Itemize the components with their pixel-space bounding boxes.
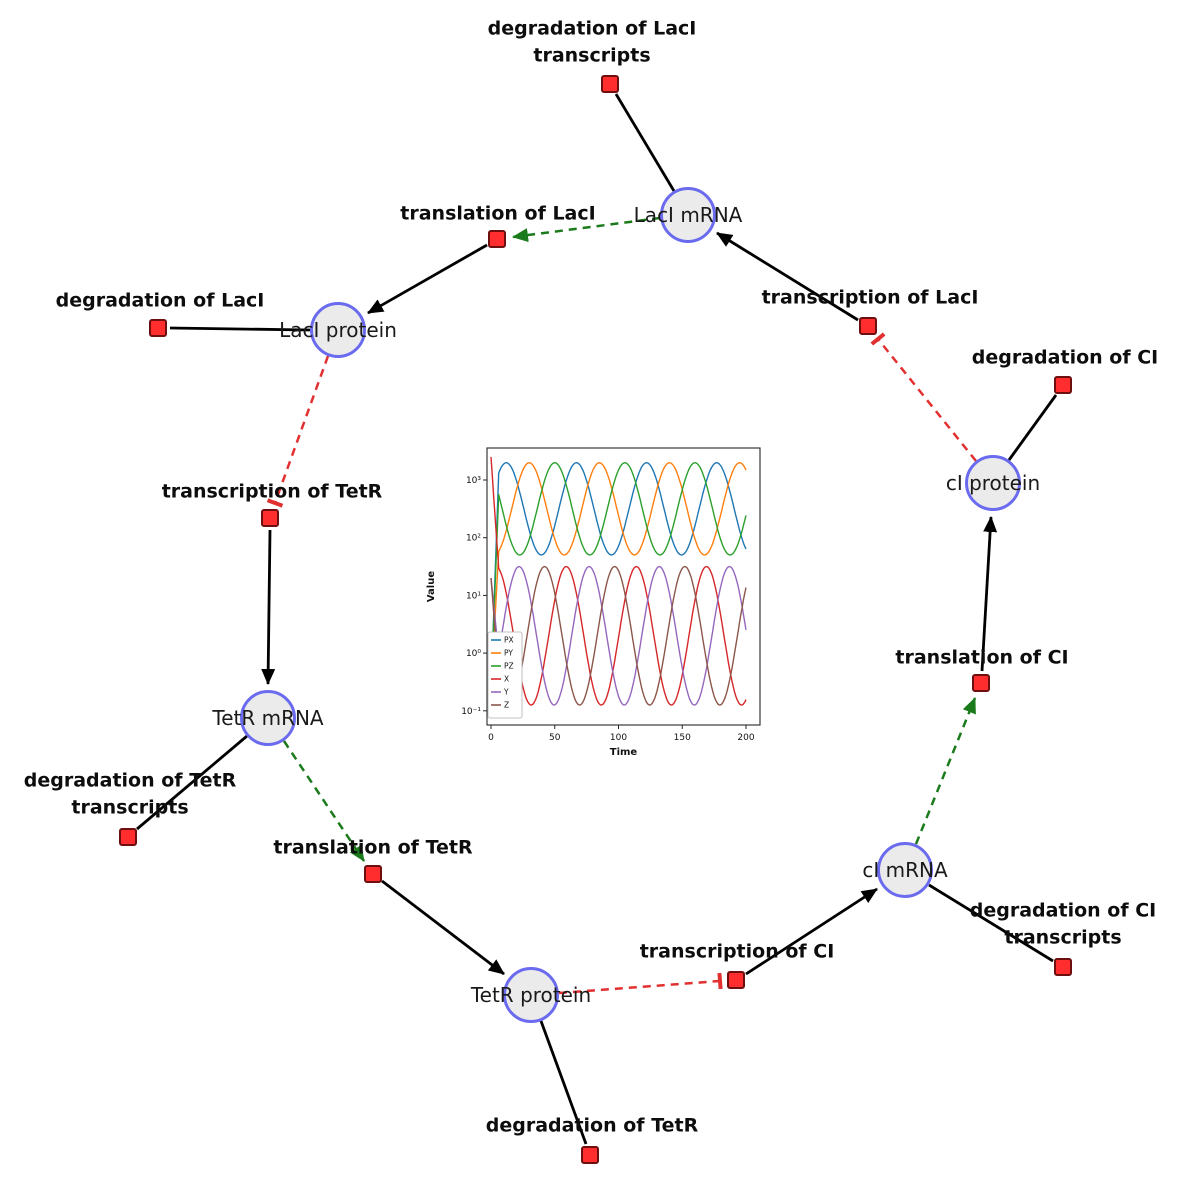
edge-tetrmrna-translation-activation	[282, 740, 366, 862]
reaction-node-translation-tetr[interactable]	[364, 865, 382, 883]
reaction-node-degradation-tetr[interactable]	[581, 1146, 599, 1164]
edge-lacimrna-degradation	[614, 93, 676, 192]
reaction-node-transcription-ci[interactable]	[727, 971, 745, 989]
reaction-node-degradation-tetr-transcripts[interactable]	[119, 828, 137, 846]
svg-text:X: X	[504, 675, 509, 684]
edge-cimrna-translation-activation	[914, 697, 977, 845]
edge-tetrprotein-degradation	[539, 1020, 588, 1145]
edge-ciprotein-degradation	[1007, 394, 1058, 461]
edge-ciprotein-inhibits-transcription-laci	[870, 332, 977, 462]
edge-laciprotein-degradation	[169, 326, 311, 332]
svg-text:10²: 10²	[466, 534, 481, 544]
species-node-ci-mrna[interactable]	[877, 842, 933, 898]
svg-text:150: 150	[674, 733, 691, 743]
edge-tetrmrna-degradation	[136, 734, 248, 831]
svg-text:10⁻¹: 10⁻¹	[461, 707, 481, 717]
svg-text:Value: Value	[426, 571, 437, 602]
edge-translation-laciprotein	[367, 243, 488, 315]
svg-text:Y: Y	[503, 688, 509, 697]
species-node-laci-mrna[interactable]	[660, 187, 716, 243]
svg-text:Z: Z	[504, 701, 509, 710]
svg-text:PX: PX	[504, 636, 514, 645]
svg-text:PZ: PZ	[504, 662, 514, 671]
svg-text:Time: Time	[610, 747, 638, 758]
svg-text:100: 100	[610, 733, 627, 743]
edge-translation-ciprotein	[980, 516, 998, 672]
reaction-node-degradation-ci[interactable]	[1054, 376, 1072, 394]
svg-text:10¹: 10¹	[466, 591, 481, 601]
edge-lacimrna-translation-activation	[512, 216, 661, 243]
svg-text:50: 50	[549, 733, 561, 743]
species-node-tetr-protein[interactable]	[503, 967, 559, 1023]
reaction-node-transcription-laci[interactable]	[859, 317, 877, 335]
svg-text:10⁰: 10⁰	[466, 649, 481, 659]
edge-transcription-tetrmrna	[261, 529, 276, 685]
edge-laciprotein-inhibits-transcription-tetr	[266, 355, 330, 508]
species-node-ci-protein[interactable]	[965, 455, 1021, 511]
reaction-node-degradation-laci-transcripts[interactable]	[601, 75, 619, 93]
edge-cimrna-degradation	[928, 883, 1054, 963]
edge-transcription-lacimrna	[716, 231, 859, 322]
species-node-tetr-mrna[interactable]	[240, 690, 296, 746]
reaction-node-translation-ci[interactable]	[972, 674, 990, 692]
svg-text:10³: 10³	[466, 476, 481, 486]
edge-transcription-cimrna	[745, 887, 878, 976]
reaction-node-translation-laci[interactable]	[488, 230, 506, 248]
edge-translation-tetrprotein	[381, 879, 505, 976]
reaction-node-degradation-laci[interactable]	[149, 319, 167, 337]
edge-tetrprotein-inhibits-transcription-ci	[558, 972, 723, 995]
svg-text:PY: PY	[504, 649, 513, 658]
svg-text:200: 200	[737, 733, 754, 743]
svg-text:0: 0	[488, 733, 494, 743]
species-node-laci-protein[interactable]	[310, 302, 366, 358]
reaction-node-degradation-ci-transcripts[interactable]	[1054, 958, 1072, 976]
reaction-node-transcription-tetr[interactable]	[261, 509, 279, 527]
